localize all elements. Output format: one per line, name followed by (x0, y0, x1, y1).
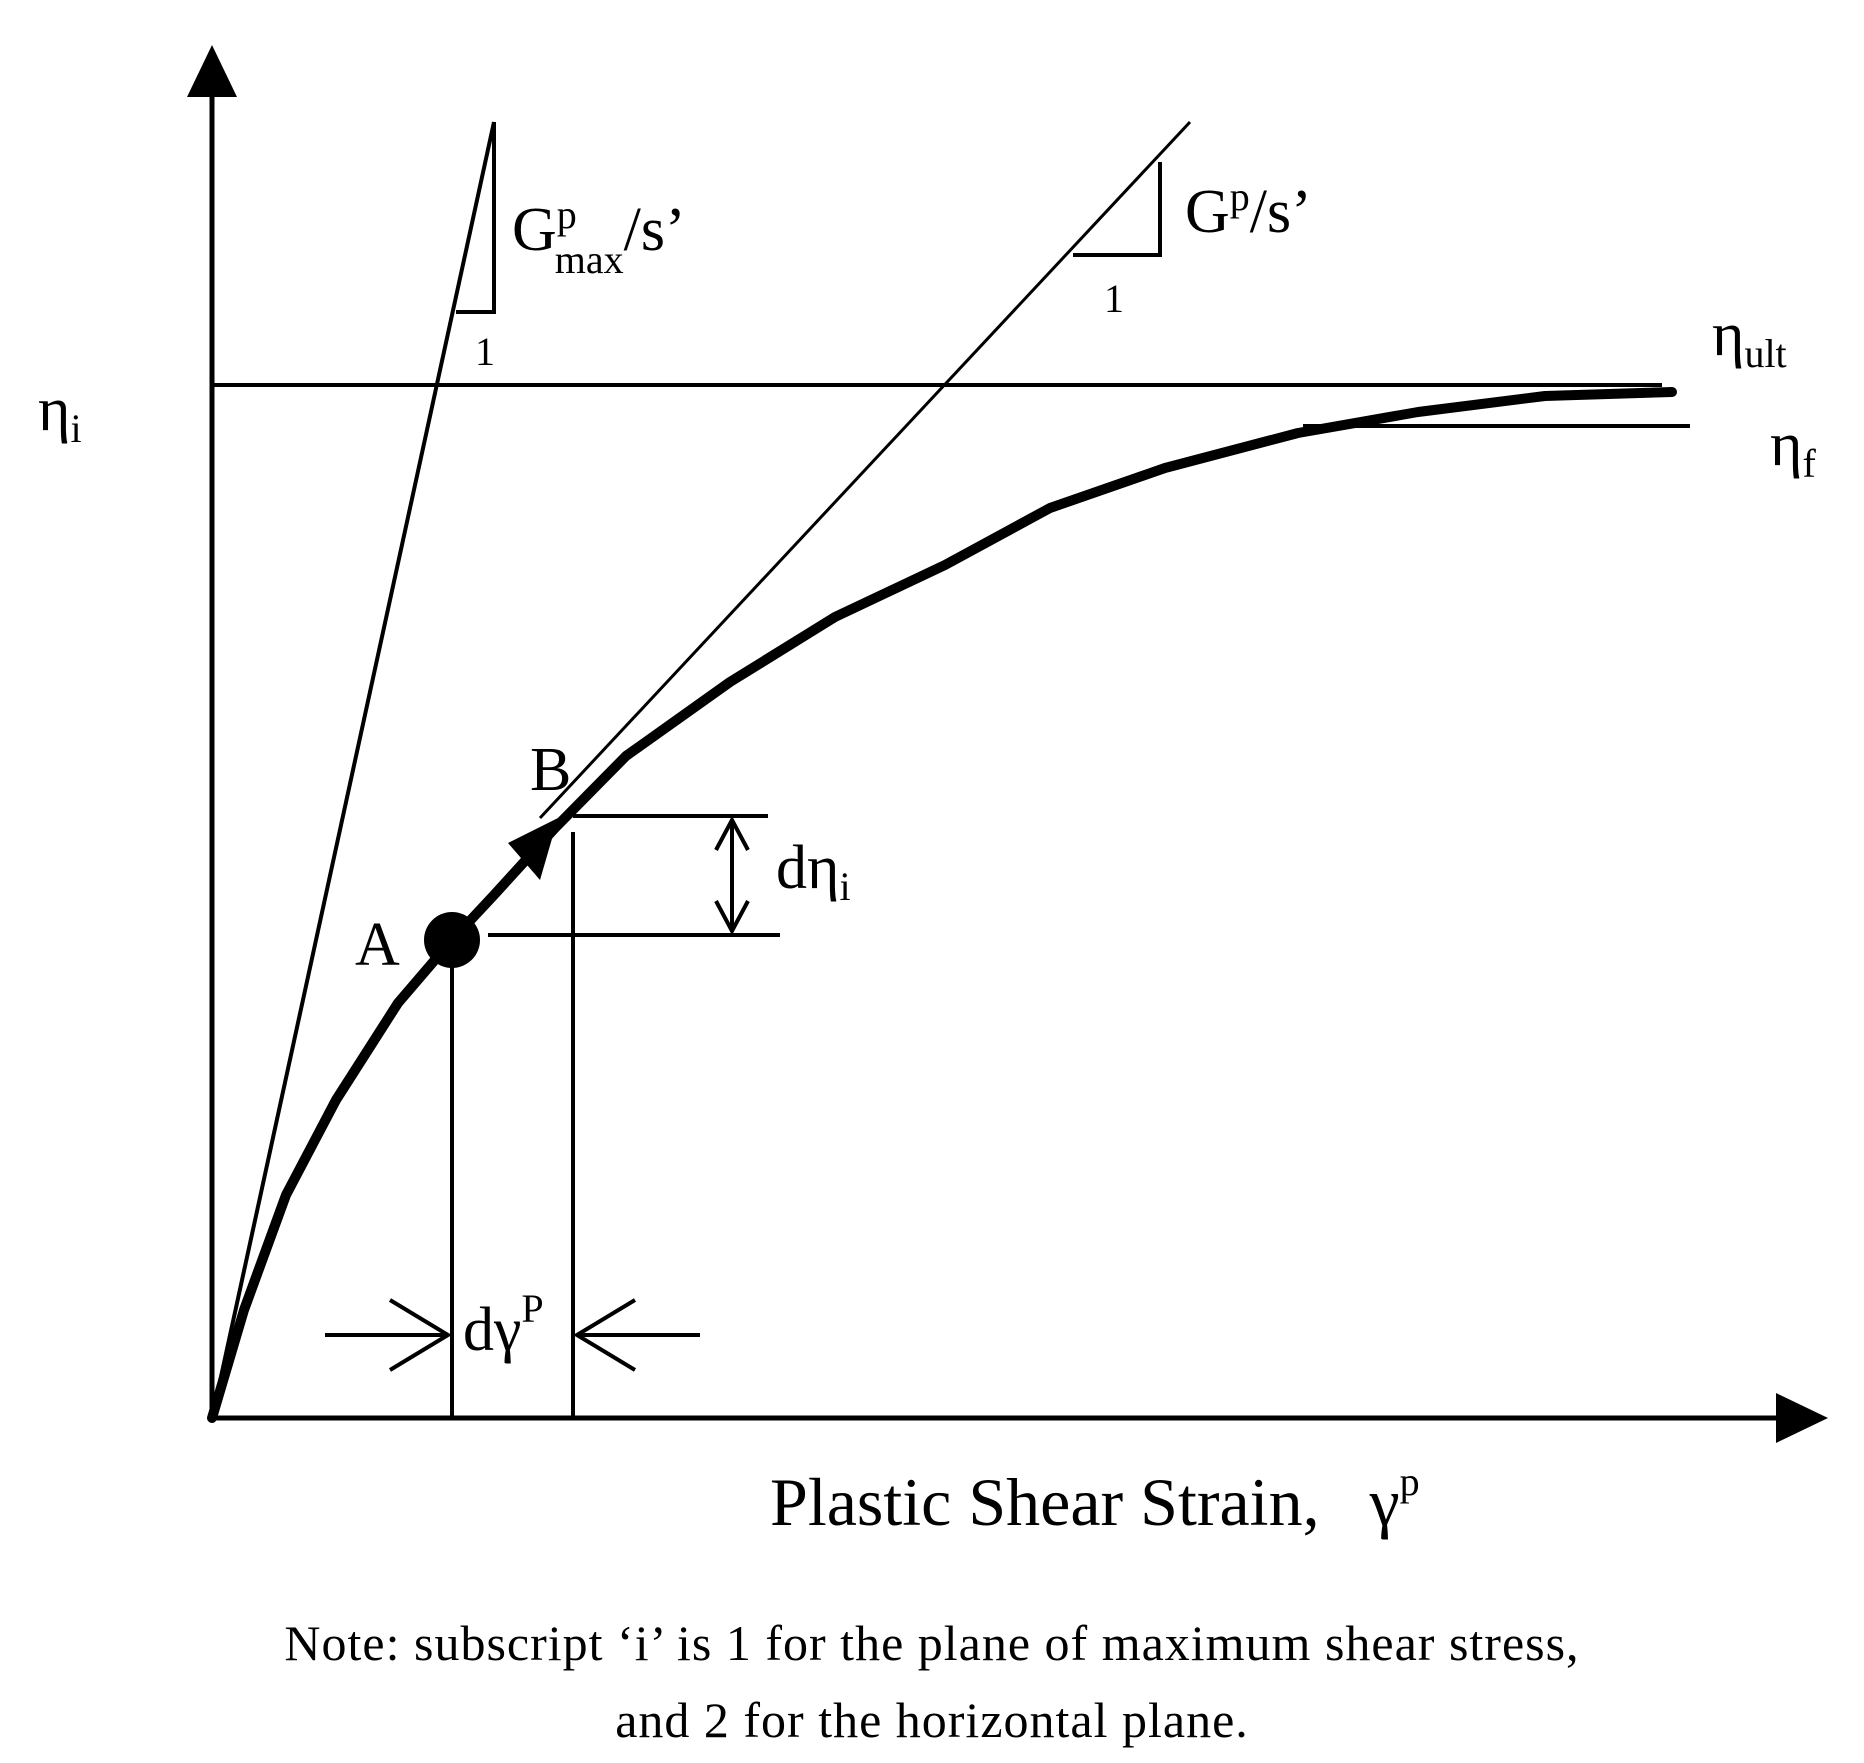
gp-slope-triangle (1073, 162, 1162, 257)
note-line-2: and 2 for the horizontal plane. (615, 1692, 1249, 1748)
gmax-run-label: 1 (475, 329, 495, 374)
stress-strain-curve (207, 387, 1677, 1423)
dgamma-left-arrowhead (388, 1298, 452, 1372)
gp-run-label: 1 (1104, 276, 1124, 321)
x-axis-arrowhead (1776, 1393, 1828, 1443)
point-b-label: B (530, 736, 571, 804)
dgamma-right-arrowhead (573, 1298, 637, 1372)
note-line-1: Note: subscript ‘i’ is 1 for the plane o… (284, 1615, 1579, 1671)
deta-arrowhead-bottom (714, 900, 750, 936)
deta-arrowhead-top (714, 815, 750, 851)
point-a-label: A (355, 911, 400, 979)
a-to-b-arrowhead (508, 818, 558, 880)
deta-label: dηi (776, 834, 851, 909)
dgamma-label: dγP (463, 1286, 544, 1364)
x-axis-label: Plastic Shear Strain,γp (770, 1459, 1420, 1540)
eta-ult-label: ηult (1712, 301, 1787, 376)
y-axis-label: ηi (38, 376, 82, 451)
gmax-slope-triangle (456, 122, 496, 314)
y-axis-arrowhead (187, 45, 237, 97)
eta-f-label: ηf (1770, 411, 1816, 486)
gp-tangent-line (538, 120, 1192, 820)
gp-slope-label: Gp/s’ (1185, 174, 1312, 246)
gmax-tangent-line (210, 121, 496, 1419)
